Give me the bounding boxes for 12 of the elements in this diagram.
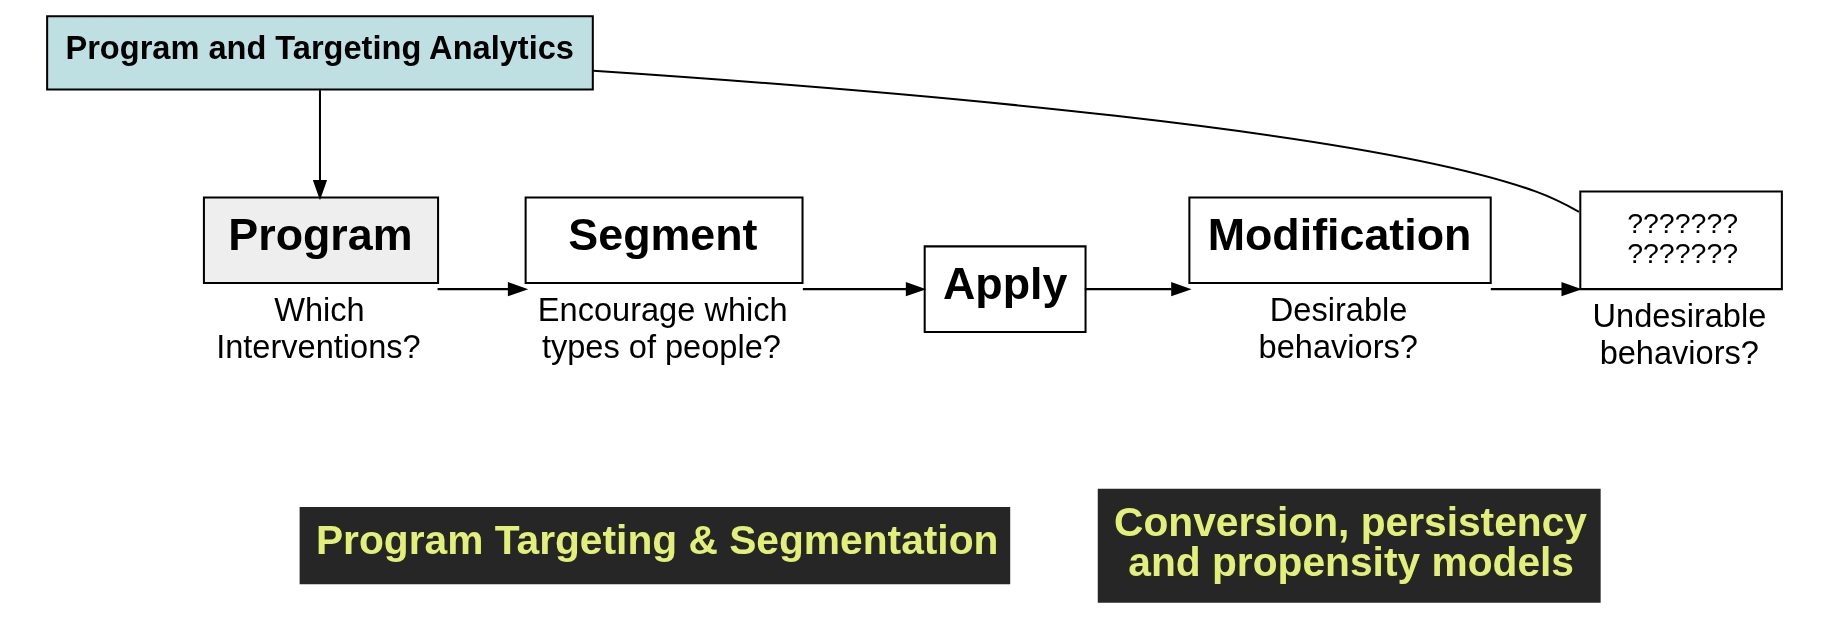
node-label: Encourage which types of people? [537, 292, 788, 365]
arrow [437, 282, 528, 297]
node-label: Which Interventions? [215, 292, 421, 365]
arrow [1084, 282, 1192, 297]
node-label: Desirable behaviors? [1258, 292, 1418, 365]
arrow [312, 90, 327, 201]
node-box: Conversion, persistency and propensity models [1097, 488, 1601, 603]
arrow [802, 282, 926, 297]
node-label: Undesirable behaviors? [1592, 298, 1766, 372]
arrow [1490, 282, 1582, 297]
node-box: Program Targeting & Segmentation [299, 507, 1010, 585]
connector [592, 69, 1579, 213]
